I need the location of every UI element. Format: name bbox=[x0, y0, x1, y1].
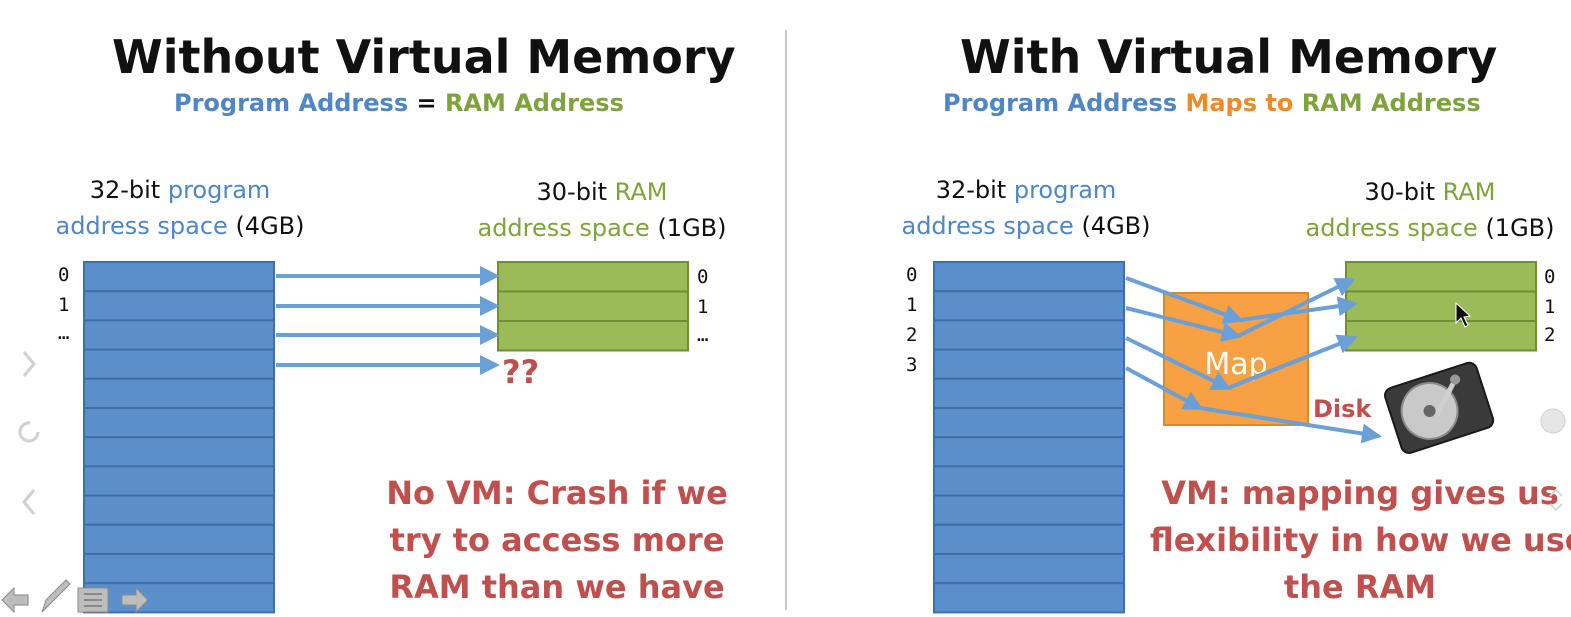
left-note: No VM: Crash if we try to access more RA… bbox=[386, 474, 728, 606]
right-program-block-row-3 bbox=[933, 348, 1125, 380]
right-program-block-row-1 bbox=[933, 290, 1125, 322]
left-title: Without Virtual Memory bbox=[112, 30, 736, 84]
left-program-block-row-5 bbox=[83, 407, 275, 439]
left-ram-block-row-1 bbox=[497, 290, 689, 322]
left-program-block-row-6 bbox=[83, 436, 275, 468]
right-ram-address-space bbox=[1345, 261, 1537, 352]
right-ram-index-2: 2 bbox=[1544, 324, 1556, 346]
right-program-address-space bbox=[933, 261, 1125, 614]
right-ram-label: 30-bit RAM address space (1GB) bbox=[1305, 178, 1555, 242]
left-subtitle-equals: = bbox=[416, 89, 437, 117]
left-subtitle-program: Program Address bbox=[174, 89, 409, 117]
right-subtitle-maps-to: Maps to bbox=[1177, 89, 1302, 117]
left-program-index-1: 1 bbox=[58, 294, 70, 316]
left-subtitle: Program Address = RAM Address bbox=[174, 89, 624, 117]
left-ram-label: 30-bit RAM address space (1GB) bbox=[477, 178, 727, 242]
right-arrow-2a bbox=[1125, 336, 1232, 390]
right-ram-index-1: 1 bbox=[1544, 296, 1556, 318]
right-program-block-row-10 bbox=[933, 553, 1125, 585]
left-mapping-arrows bbox=[276, 266, 500, 375]
left-ram-index-2: … bbox=[697, 324, 709, 346]
left-program-block-row-1 bbox=[83, 290, 275, 322]
right-arrow-1b bbox=[1237, 278, 1356, 338]
toggle-knob bbox=[1540, 408, 1566, 434]
left-program-block-row-7 bbox=[83, 465, 275, 497]
left-program-block-row-9 bbox=[83, 523, 275, 555]
mouse-cursor-icon bbox=[1455, 301, 1472, 328]
right-ram-block-row-0 bbox=[1345, 261, 1537, 293]
left-ram-block-row-2 bbox=[497, 320, 689, 352]
back-arrow-icon bbox=[1, 586, 29, 614]
right-program-index-1: 1 bbox=[906, 294, 918, 316]
left-unmapped-marker: ?? bbox=[502, 353, 540, 391]
pen-icon bbox=[41, 579, 71, 613]
left-program-block-row-11 bbox=[83, 582, 275, 614]
left-ram-index-1: 1 bbox=[697, 296, 709, 318]
toolbar bbox=[1, 579, 149, 614]
left-program-label: 32-bit program address space (4GB) bbox=[55, 176, 305, 240]
right-program-block-row-11 bbox=[933, 582, 1125, 614]
left-program-index-2: … bbox=[58, 322, 70, 344]
right-arrow-0a bbox=[1125, 276, 1244, 324]
right-ram-block-row-1 bbox=[1345, 290, 1537, 322]
right-arrow-0b bbox=[1239, 296, 1358, 322]
left-program-block-row-2 bbox=[83, 319, 275, 351]
left-program-block-row-8 bbox=[83, 494, 275, 526]
left-program-block-row-10 bbox=[83, 553, 275, 585]
panel-divider bbox=[785, 30, 787, 610]
right-program-block-row-9 bbox=[933, 523, 1125, 555]
right-ram-block-row-2 bbox=[1345, 320, 1537, 352]
chevron-left-icon bbox=[22, 489, 36, 515]
right-program-block-row-2 bbox=[933, 319, 1125, 351]
forward-arrow-icon bbox=[121, 586, 149, 614]
left-subtitle-ram: RAM Address bbox=[444, 89, 624, 117]
left-program-block-row-3 bbox=[83, 348, 275, 380]
right-subtitle-ram: RAM Address bbox=[1301, 89, 1481, 117]
disk-label: Disk bbox=[1313, 395, 1372, 423]
left-ram-index-0: 0 bbox=[697, 266, 709, 288]
left-ram-address-space bbox=[497, 261, 689, 352]
right-program-block-row-0 bbox=[933, 261, 1125, 293]
right-ram-index-0: 0 bbox=[1544, 266, 1556, 288]
right-program-block-row-4 bbox=[933, 377, 1125, 409]
left-program-index-0: 0 bbox=[58, 264, 70, 286]
right-mapping-arrows bbox=[1125, 276, 1382, 444]
right-program-block-row-5 bbox=[933, 407, 1125, 439]
right-program-index-3: 3 bbox=[906, 354, 918, 376]
right-program-index-2: 2 bbox=[906, 324, 918, 346]
right-arrow-3b bbox=[1199, 406, 1382, 444]
left-program-address-space bbox=[83, 261, 275, 614]
right-program-block-row-7 bbox=[933, 465, 1125, 497]
right-arrow-3a bbox=[1125, 366, 1204, 410]
right-program-label: 32-bit program address space (4GB) bbox=[901, 176, 1151, 240]
chevron-updown-icon bbox=[1549, 488, 1563, 512]
left-program-block-row-0 bbox=[83, 261, 275, 293]
right-note: VM: mapping gives us flexibility in how … bbox=[1150, 474, 1571, 606]
right-title: With Virtual Memory bbox=[960, 30, 1498, 84]
chevron-right-icon bbox=[22, 351, 36, 377]
hard-disk-icon bbox=[1384, 361, 1495, 454]
right-program-block-row-8 bbox=[933, 494, 1125, 526]
right-program-index-0: 0 bbox=[906, 264, 918, 286]
left-ram-block-row-0 bbox=[497, 261, 689, 293]
refresh-icon bbox=[18, 421, 40, 443]
right-program-block-row-6 bbox=[933, 436, 1125, 468]
right-subtitle: Program Address Maps to RAM Address bbox=[943, 89, 1481, 117]
right-arrow-2b bbox=[1227, 334, 1358, 390]
left-program-block-row-4 bbox=[83, 377, 275, 409]
right-subtitle-program: Program Address bbox=[943, 89, 1178, 117]
right-arrow-1a bbox=[1125, 306, 1242, 342]
